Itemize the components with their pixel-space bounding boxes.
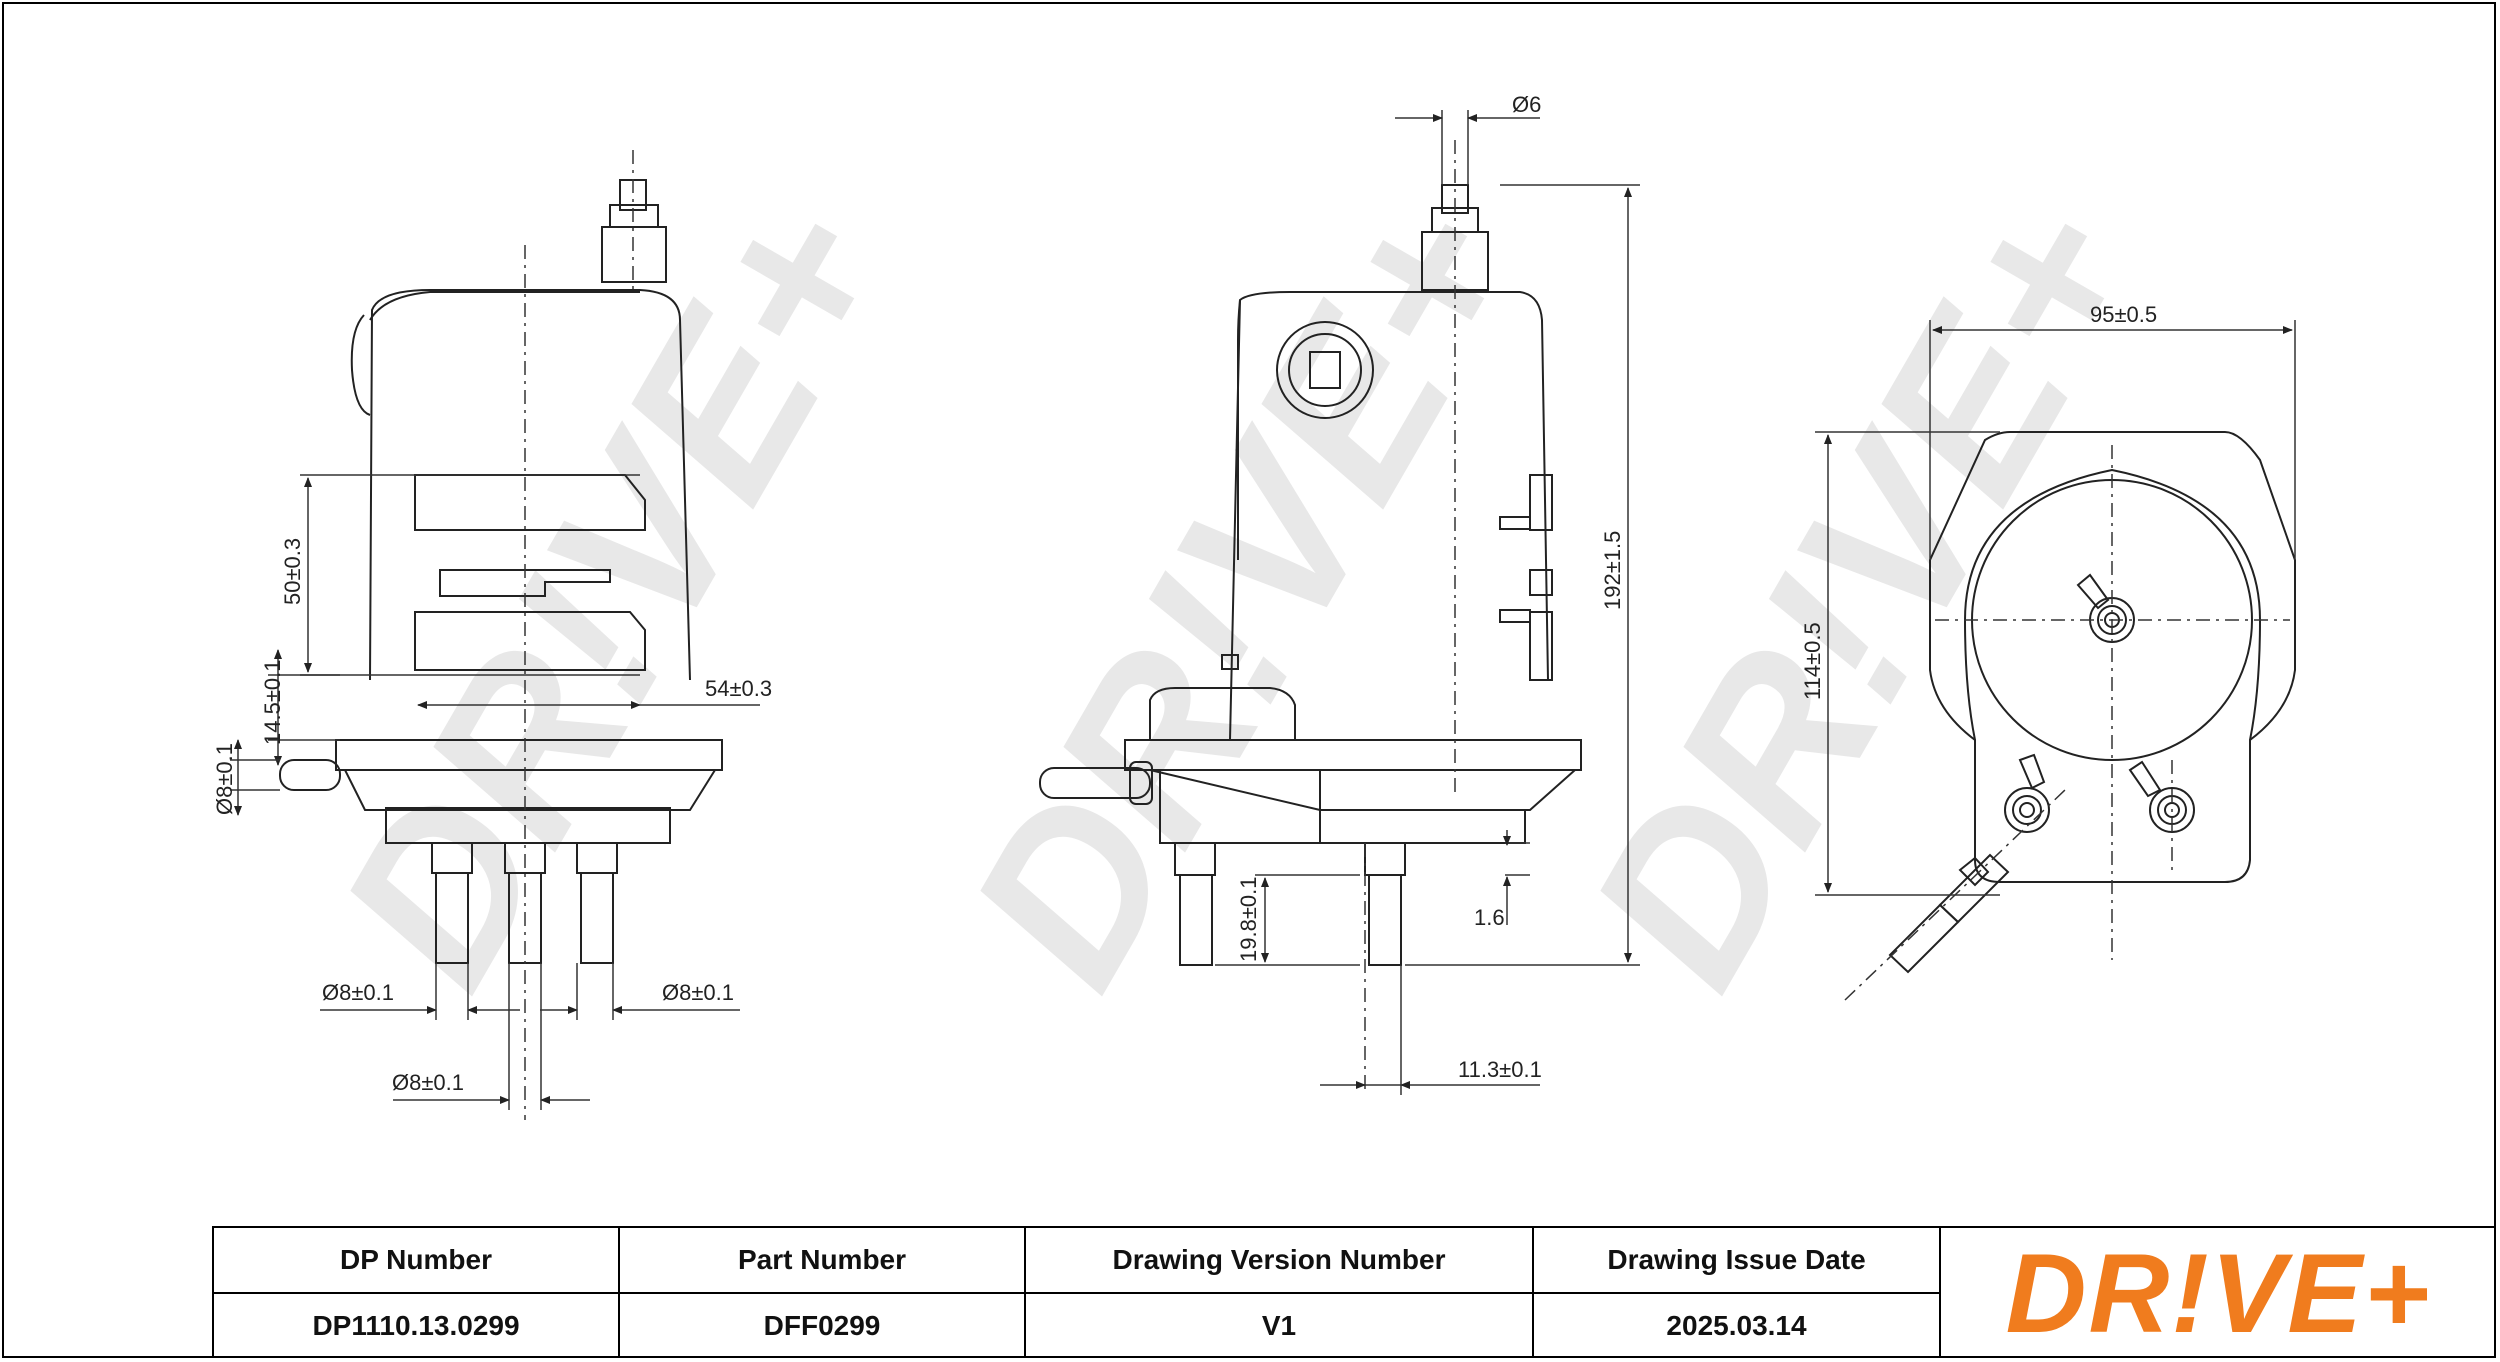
header-drawing-version: Drawing Version Number [1026, 1228, 1534, 1294]
dim-center-pipe-dia: Ø8±0.1 [392, 1070, 464, 1095]
dim-flange-height: 14.5±0.1 [260, 660, 285, 745]
brand-logo: DR!VE+ [1941, 1228, 2496, 1358]
dim-top-depth: 114±0.5 [1800, 622, 1825, 700]
value-part-number: DFF0299 [620, 1294, 1026, 1358]
side-dimension-lines [1215, 110, 1640, 1095]
dim-top-pipe-dia: Ø6 [1512, 92, 1541, 117]
front-centerlines [524, 150, 634, 1120]
value-drawing-version: V1 [1026, 1294, 1534, 1358]
header-dp-number: DP Number [214, 1228, 620, 1294]
header-part-number: Part Number [620, 1228, 1026, 1294]
logo-text: DR!VE+ [2005, 1230, 2432, 1356]
value-dp-number: DP1110.13.0299 [214, 1294, 620, 1358]
side-centerlines [1364, 140, 1456, 1095]
dim-height-upper: 50±0.3 [280, 538, 305, 605]
front-dimension-lines [230, 474, 760, 1110]
dim-pipe-length: 19.8±0.1 [1236, 877, 1261, 962]
dim-right-pipe-dia: Ø8±0.1 [662, 980, 734, 1005]
dim-offset: 11.3±0.1 [1458, 1057, 1542, 1082]
dim-left-pipe-dia: Ø8±0.1 [322, 980, 394, 1005]
value-issue-date: 2025.03.14 [1534, 1294, 1941, 1358]
top-dimension-lines [1815, 320, 2296, 896]
top-view [1888, 431, 2296, 974]
dim-step: 1.6 [1474, 905, 1505, 930]
dim-overall-height: 192±1.5 [1600, 531, 1625, 610]
title-block: DP Number Part Number Drawing Version Nu… [212, 1226, 2496, 1358]
header-issue-date: Drawing Issue Date [1534, 1228, 1941, 1294]
dim-width-upper: 54±0.3 [705, 676, 772, 701]
dim-top-width: 95±0.5 [2090, 302, 2157, 327]
dim-side-port-dia: Ø8±0.1 [212, 743, 237, 815]
